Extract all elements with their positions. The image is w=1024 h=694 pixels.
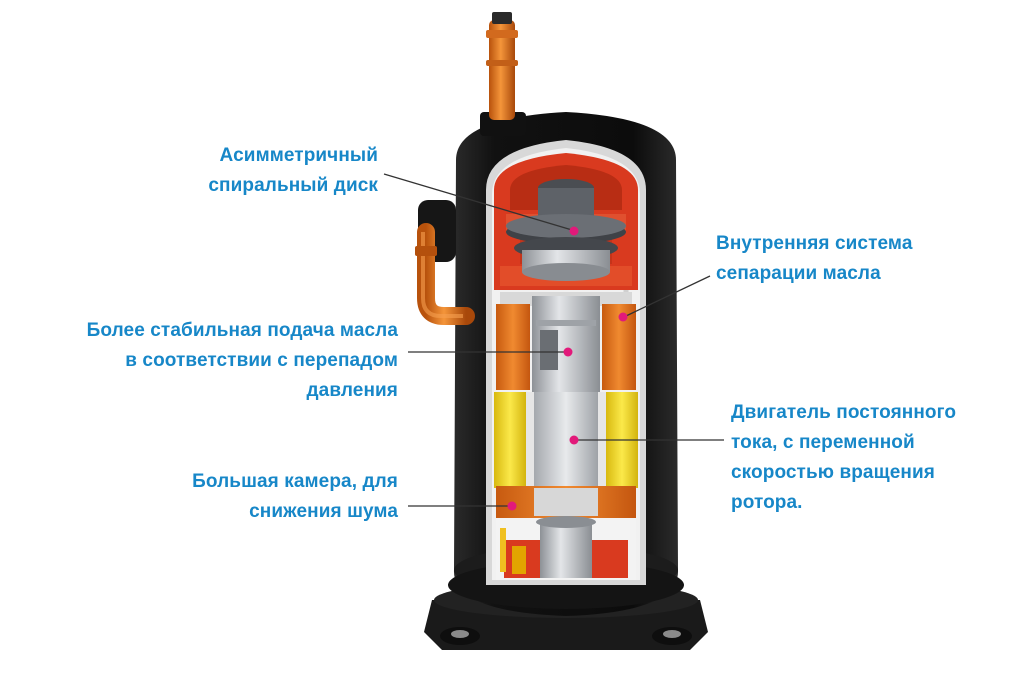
leader-separation — [625, 275, 711, 317]
cutaway-interior — [486, 140, 646, 585]
leader-scroll — [383, 173, 573, 231]
markers — [507, 226, 628, 511]
label-asymmetric-scroll: Асимметричный спиральный диск — [208, 145, 378, 196]
marker-separation — [618, 312, 628, 322]
label-oil-feed: Более стабильная подача масла в соответс… — [86, 320, 398, 401]
marker-motor — [569, 435, 579, 445]
label-dc-motor: Двигатель постоянного тока, с переменной… — [731, 402, 957, 513]
suction-pipe — [415, 200, 475, 325]
marker-oil-feed — [563, 347, 573, 357]
marker-scroll — [569, 226, 579, 236]
label-oil-separation: Внутренняя система сепарации масла — [716, 233, 913, 284]
marker-chamber — [507, 501, 517, 511]
discharge-pipe — [480, 12, 526, 136]
label-noise-chamber: Большая камера, для снижения шума — [192, 471, 398, 522]
leader-lines — [383, 173, 724, 507]
